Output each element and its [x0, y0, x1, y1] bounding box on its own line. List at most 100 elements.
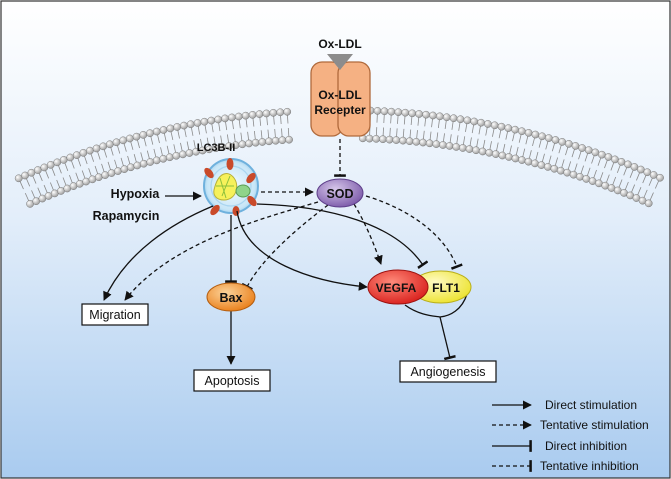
legend-tentative-stimulation-label: Tentative stimulation: [540, 418, 649, 432]
lipid-head: [569, 170, 578, 179]
lipid-head: [445, 142, 454, 150]
lipid-head: [200, 117, 209, 126]
flt1-label: FLT1: [432, 281, 460, 295]
lipid-head: [490, 121, 499, 130]
lipid-head: [531, 159, 539, 168]
lipid-head: [159, 154, 168, 163]
lipid-head: [186, 120, 195, 129]
lipid-head: [498, 151, 507, 160]
lipid-head: [72, 151, 81, 159]
lipid-head: [571, 142, 580, 150]
lipid-head: [234, 112, 243, 121]
lipid-head: [255, 110, 264, 118]
lipid-head: [551, 136, 560, 144]
stimulus-rapamycin: Rapamycin: [93, 209, 160, 223]
lipid-head: [66, 153, 75, 162]
lipid-head: [373, 107, 382, 115]
lipid-head: [505, 153, 513, 161]
lipid-head: [238, 140, 247, 149]
angiogenesis-label: Angiogenesis: [410, 365, 485, 379]
lipid-head: [172, 151, 181, 160]
lipid-head: [40, 163, 49, 172]
lipid-head: [271, 136, 280, 145]
lipid-head: [497, 122, 506, 131]
lipid-head: [624, 160, 632, 169]
lipid-head: [458, 144, 467, 152]
lipid-head: [146, 158, 155, 166]
lipid-head: [630, 163, 639, 171]
lipid-head: [644, 199, 653, 208]
lipid-head: [578, 144, 586, 152]
lipid-head: [524, 129, 533, 137]
legend-tentative-inhibition-label: Tentative inhibition: [540, 459, 639, 473]
lipid-head: [401, 108, 410, 117]
lipid-head: [449, 114, 458, 123]
lipid-head: [584, 146, 593, 155]
lipid-head: [59, 156, 68, 164]
lipid-head: [392, 136, 401, 144]
lipid-head: [637, 165, 645, 174]
edge-autophagosome-to-vegfa: [236, 210, 368, 291]
lipid-head: [558, 138, 567, 146]
legend: [492, 400, 532, 472]
edge-sod-to-vegfa: [353, 203, 383, 265]
lipid-head: [544, 134, 553, 142]
lipid-head: [442, 113, 451, 122]
lipid-head: [518, 156, 526, 164]
lipid-head: [576, 172, 584, 181]
lipid-head: [511, 154, 520, 163]
lipid-head: [258, 138, 267, 146]
edge-sod-to-bax: [241, 204, 329, 291]
lipid-head: [556, 166, 565, 175]
ligand-label: Ox-LDL: [318, 37, 361, 51]
lipid-head: [27, 168, 36, 177]
lipid-head: [221, 114, 229, 123]
ox-ldl-receptor: Ox-LDL Recepter: [310, 61, 371, 137]
lipid-head: [262, 109, 271, 118]
lipid-head: [241, 111, 250, 120]
lipid-head: [283, 107, 292, 116]
lipid-head: [265, 137, 273, 146]
lipid-head: [133, 161, 142, 170]
lipid-head: [399, 136, 407, 145]
lipid-head: [456, 115, 465, 124]
flt1-node: FLT1: [410, 270, 472, 304]
lipid-head: [538, 132, 546, 141]
legend-direct-stimulation-label: Direct stimulation: [545, 398, 637, 412]
stimulus-hypoxia: Hypoxia: [111, 187, 161, 201]
lipid-head: [251, 138, 260, 147]
lipid-head: [591, 148, 600, 157]
lipid-head: [285, 135, 293, 144]
lipid-head: [565, 140, 573, 148]
lipid-head: [165, 153, 174, 162]
lipid-head: [656, 173, 664, 182]
lipid-head: [86, 146, 94, 155]
lipid-head: [484, 120, 492, 128]
sod-node: SOD: [316, 178, 364, 208]
lipid-head: [524, 157, 533, 166]
lipid-head: [385, 135, 394, 144]
lipid-head: [379, 135, 387, 144]
lipid-head: [452, 143, 461, 151]
angiogenesis-box: Angiogenesis: [399, 360, 497, 383]
lipid-head: [14, 174, 23, 183]
lipid-head: [531, 130, 540, 139]
lipid-head: [477, 118, 485, 127]
lipid-head: [439, 141, 447, 149]
bax-label: Bax: [220, 291, 243, 305]
lipid-head: [79, 149, 88, 157]
migration-box: Migration: [81, 303, 149, 326]
lipid-head: [214, 115, 222, 124]
lipid-head: [245, 139, 253, 148]
autophagosome: [203, 158, 259, 216]
lipid-head: [139, 131, 148, 139]
lipid-head: [173, 123, 181, 131]
lipid-head: [387, 107, 396, 116]
apoptosis-box: Apoptosis: [193, 369, 271, 392]
lipid-head: [228, 113, 236, 122]
vegfa-node: VEGFA: [367, 269, 429, 305]
lipid-head: [99, 142, 108, 151]
lipid-head: [472, 146, 480, 155]
lipid-head: [146, 129, 154, 138]
